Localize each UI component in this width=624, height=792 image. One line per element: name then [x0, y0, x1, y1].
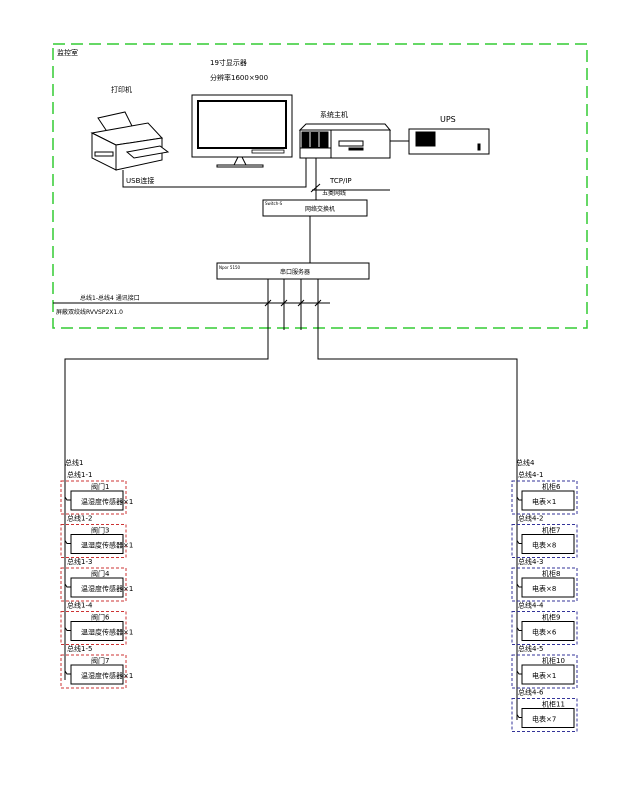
device-node: 总线4-2 机柜7 电表×8 [511, 514, 578, 558]
serial-server [216, 262, 370, 280]
bus-label: 总线1-3 [67, 557, 92, 566]
device-frame [511, 698, 578, 732]
device-type: 温湿度传感器×1 [81, 497, 133, 506]
device-type: 电表×8 [532, 541, 556, 550]
device-frame [60, 567, 127, 602]
bus-label: 总线4-3 [518, 557, 543, 566]
bus-label: 总线4-5 [518, 644, 543, 653]
device-frame [60, 654, 127, 689]
device-name: 机柜6 [542, 482, 561, 491]
monitor-resolution: 分辨率1600×900 [210, 73, 268, 82]
host-computer-icon [298, 123, 392, 159]
device-type: 电表×7 [532, 715, 556, 724]
device-name: 机柜9 [542, 613, 560, 622]
switch-model: Switch-S [265, 201, 283, 206]
bus-label: 总线1-4 [67, 601, 93, 610]
ups-icon [408, 128, 490, 155]
monitor-label: 19寸显示器 [210, 58, 247, 67]
device-node: 总线4-4 机柜9 电表×6 [511, 601, 578, 645]
device-node: 总线4-6 机柜11 电表×7 [511, 688, 578, 732]
tcpip-label: TCP/IP [329, 177, 352, 185]
device-name: 阀门4 [91, 569, 110, 578]
serial-server-model: Npor 5150 [219, 265, 241, 270]
device-name: 阀门3 [91, 526, 109, 535]
device-type: 温湿度传感器×1 [81, 671, 133, 680]
device-frame [511, 480, 578, 515]
device-node: 总线4-3 机柜8 电表×8 [511, 557, 578, 602]
device-frame [511, 654, 578, 689]
bus-cable-line2: 屏蔽双绞线RVVSP2X1.0 [56, 308, 123, 316]
device-name: 阀门7 [91, 656, 109, 665]
device-node: 总线4-1 机柜6 电表×1 [511, 470, 578, 515]
bus-cable-line1: 总线1-总线4 通讯接口 [80, 294, 140, 302]
usb-label: USB连接 [126, 176, 154, 185]
device-name: 机柜11 [542, 700, 565, 709]
device-frame [60, 611, 127, 645]
device-node: 总线1-1 阀门1 温湿度传感器×1 [60, 470, 133, 515]
device-type: 电表×6 [532, 628, 557, 637]
bus-label: 总线4-1 [518, 470, 543, 479]
cable-label: 五类网线 [322, 189, 346, 197]
device-name: 机柜8 [542, 569, 560, 578]
device-type: 电表×1 [532, 497, 556, 506]
device-node: 总线1-4 阀门6 温湿度传感器×1 [60, 601, 133, 645]
bus-label: 总线4-2 [518, 514, 543, 523]
switch-label: 网络交换机 [305, 205, 335, 213]
monitor-icon [191, 94, 293, 168]
device-node: 总线1-3 阀门4 温湿度传感器×1 [60, 557, 133, 602]
right-group-title: 总线4 [516, 458, 535, 467]
device-node: 总线1-5 阀门7 温湿度传感器×1 [60, 644, 133, 689]
network-switch [262, 199, 368, 217]
monitoring-room-frame [52, 43, 588, 329]
device-type: 电表×8 [532, 584, 556, 593]
device-frame [60, 480, 127, 515]
bus-label: 总线1-1 [67, 470, 92, 479]
device-node: 总线4-5 机柜10 电表×1 [511, 644, 578, 689]
device-type: 温湿度传感器×1 [81, 628, 133, 637]
device-name: 机柜10 [542, 656, 565, 665]
left-group-title: 总线1 [65, 458, 83, 467]
bus-label: 总线1-5 [67, 644, 92, 653]
device-type: 温湿度传感器×1 [81, 541, 133, 550]
room-label: 监控室 [57, 48, 78, 57]
host-label: 系统主机 [320, 110, 348, 119]
device-name: 阀门6 [91, 613, 110, 622]
ups-label: UPS [440, 115, 456, 124]
serial-server-label: 串口服务器 [280, 268, 310, 276]
device-name: 阀门1 [91, 482, 109, 491]
device-frame [511, 524, 578, 558]
device-type: 电表×1 [532, 671, 556, 680]
device-frame [511, 567, 578, 602]
bus-label: 总线4-6 [518, 688, 544, 697]
device-name: 机柜7 [542, 526, 560, 535]
device-type: 温湿度传感器×1 [81, 584, 133, 593]
device-node: 总线1-2 阀门3 温湿度传感器×1 [60, 514, 133, 558]
device-frame [60, 524, 127, 558]
printer-icon [90, 111, 170, 171]
device-frame [511, 611, 578, 645]
bus-label: 总线1-2 [67, 514, 92, 523]
printer-label: 打印机 [111, 85, 132, 94]
bus-label: 总线4-4 [518, 601, 544, 610]
